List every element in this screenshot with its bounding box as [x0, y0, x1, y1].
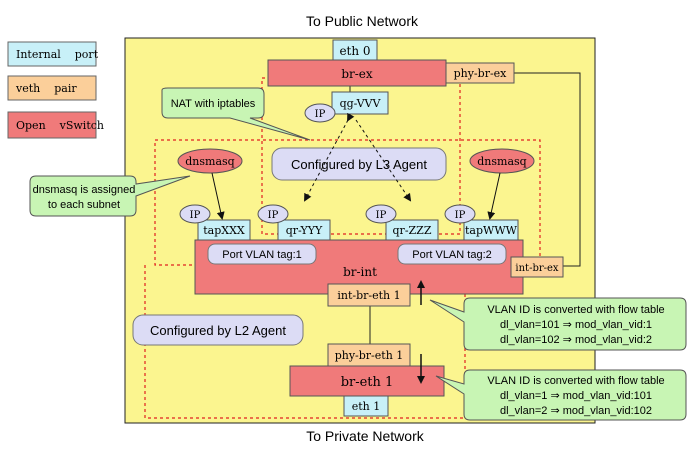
phy-br-eth1-label: phy-br-eth 1 [335, 349, 404, 362]
vlan-tag-2-box [397, 243, 507, 265]
eth0-label: eth 0 [339, 44, 370, 58]
vlan-tag-2-label: Port VLAN tag:2 [412, 249, 492, 261]
qr-zzz-ip-label: IP [376, 210, 387, 221]
nat-callout [161, 87, 311, 141]
qr-yyy-label: qr-YYY [286, 224, 323, 237]
tap-xxx-ip-badge [179, 204, 211, 224]
vlan-tag-1-label: Port VLAN tag:1 [222, 249, 302, 261]
legend: Internal port veth pair Open vSwitch [7, 41, 104, 139]
flow-callout-eth-line3: dl_vlan=2 ⇒ mod_vlan_vid:102 [500, 405, 652, 417]
tap-www-label: tapWWW [465, 224, 518, 237]
flow-callout-int-line2: dl_vlan=101 ⇒ mod_vlan_vid:1 [500, 319, 652, 331]
tap-www-ip-label: IP [455, 210, 466, 221]
l2-agent-label-box [132, 314, 304, 346]
dnsmasq-callout-line1: dnsmasq is assigned [33, 184, 136, 196]
tap-xxx-ip-label: IP [190, 210, 201, 221]
qg-port [331, 91, 389, 115]
int-br-ex-label: int-br-ex [515, 263, 559, 274]
l3-agent-label: Configured by L3 Agent [291, 157, 427, 172]
legend-veth-pair-label: veth pair [15, 82, 77, 95]
nat-callout-text: NAT with iptables [171, 98, 256, 110]
dnsmasq-right [469, 148, 535, 174]
int-br-eth1-label: int-br-eth 1 [337, 289, 400, 302]
legend-internal-port-label: Internal port [16, 48, 99, 61]
dnsmasq-right-label: dnsmasq [477, 155, 526, 168]
qg-label: qg-VVV [340, 97, 382, 110]
dnsmasq-callout-line2: to each subnet [48, 199, 120, 211]
dnsmasq-left-label: dnsmasq [185, 155, 234, 168]
dnsmasq-right-arrow [487, 172, 501, 220]
int-br-ex-port [510, 256, 564, 278]
qr-zzz-label: qr-ZZZ [393, 224, 432, 237]
br-ex-bridge [267, 59, 447, 87]
int-br-eth1-port [327, 283, 411, 307]
br-ex-label: br-ex [341, 67, 373, 81]
namespace-ports: tapXXX IP qr-YYY IP qr-ZZZ IP tapWWW IP [179, 204, 519, 241]
tap-xxx-label: tapXXX [203, 224, 245, 237]
flow-callout-int-line1: VLAN ID is converted with flow table [487, 304, 664, 316]
dnsmasq-left-arrow [211, 172, 225, 220]
phy-br-ex-label: phy-br-ex [454, 67, 508, 80]
eth1-port [343, 395, 389, 417]
flow-callout-eth [435, 369, 687, 421]
title-public-network: To Public Network [306, 13, 419, 29]
flow-callout-int [429, 297, 687, 351]
title-private-network: To Private Network [306, 428, 424, 444]
l2-agent-label: Configured by L2 Agent [150, 323, 286, 338]
dnsmasq-left [177, 148, 243, 174]
legend-internal-port-swatch [7, 41, 97, 67]
flow-callout-eth-line2: dl_vlan=1 ⇒ mod_vlan_vid:101 [500, 390, 652, 402]
legend-open-vswitch-label: Open vSwitch [16, 119, 104, 132]
legend-open-vswitch-swatch [7, 111, 97, 139]
dnsmasq-callout [29, 175, 191, 217]
legend-veth-pair-swatch [7, 75, 97, 101]
phy-br-ex-port [445, 62, 515, 84]
flow-callout-int-line3: dl_vlan=102 ⇒ mod_vlan_vid:2 [500, 334, 652, 346]
qr-yyy-ip-label: IP [268, 210, 279, 221]
eth1-label: eth 1 [352, 400, 381, 413]
br-eth1-label: br-eth 1 [341, 375, 394, 390]
qg-ip-label: IP [315, 109, 326, 120]
routing-arrows [304, 112, 412, 202]
flow-callout-eth-line1: VLAN ID is converted with flow table [487, 375, 664, 387]
l2-agent-boundary [144, 265, 466, 419]
qr-zzz-ip-badge [365, 204, 397, 224]
phy-br-ex-to-int-br-ex-line [514, 72, 581, 267]
qg-to-qr-zzz-arrow [355, 119, 412, 202]
vlan-tag-1-box [207, 243, 317, 265]
br-int-label: br-int [343, 265, 377, 279]
qr-yyy-ip-badge [257, 204, 289, 224]
tap-www-ip-badge [444, 204, 476, 224]
